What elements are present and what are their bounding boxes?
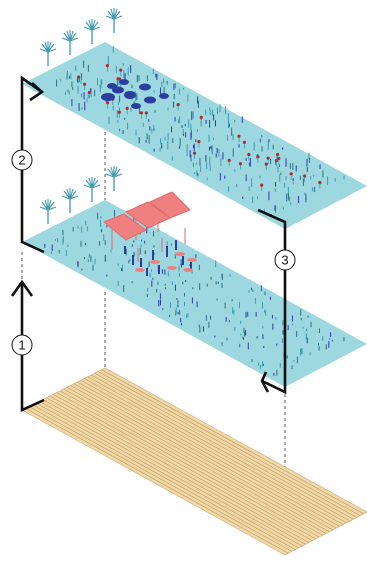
deck-plank	[28, 406, 292, 552]
flower	[199, 115, 203, 119]
flower	[82, 82, 87, 86]
deck-plank	[35, 402, 299, 549]
flower	[247, 152, 251, 157]
arrow-3-head	[260, 371, 270, 393]
deck-plank	[32, 404, 296, 550]
deck-plank	[49, 395, 313, 541]
flower	[238, 162, 243, 166]
deck-plank	[80, 379, 344, 525]
step-label-3: 3	[281, 253, 288, 268]
deck-plank	[87, 376, 351, 522]
people-group	[124, 240, 192, 276]
flower	[119, 68, 123, 72]
garden-plants	[56, 46, 345, 217]
deck-plank	[94, 372, 357, 518]
flower	[118, 77, 122, 81]
flower	[318, 180, 322, 185]
garden-layer-surface	[22, 42, 367, 229]
arrow-1-head	[10, 279, 34, 297]
flower	[125, 106, 129, 110]
deck-plank	[39, 400, 303, 547]
deck-plank	[42, 399, 306, 545]
cafe-tables	[135, 252, 197, 272]
canopy-structure	[103, 191, 191, 262]
step-label-1: 1	[18, 338, 25, 353]
event-layer-surface	[22, 200, 367, 387]
flower	[275, 152, 280, 157]
deck-plank	[97, 371, 361, 516]
arrow-3	[257, 208, 287, 395]
deck-plank	[63, 388, 327, 534]
wooden-deck-layer	[21, 367, 367, 556]
deck-plank	[66, 386, 330, 532]
arrow-2-head	[29, 82, 45, 102]
event-layer	[22, 165, 367, 387]
shrubs	[101, 79, 169, 109]
garden-layer	[22, 7, 367, 229]
flower	[197, 139, 201, 144]
flower	[105, 63, 109, 68]
flower	[266, 156, 270, 160]
flower	[260, 183, 264, 187]
deck-surface	[21, 367, 367, 556]
flower	[264, 162, 268, 166]
step-badge-2: 2	[11, 149, 33, 171]
deck-plank	[56, 392, 320, 538]
flower	[302, 174, 307, 178]
flower	[106, 101, 110, 105]
flower	[237, 134, 241, 138]
flower	[289, 172, 293, 176]
deck-planks	[25, 369, 364, 554]
step-badge-3: 3	[274, 249, 296, 271]
flower	[192, 151, 197, 155]
deck-plank	[73, 383, 337, 529]
deck-plank	[59, 390, 323, 536]
deck-plank	[25, 407, 289, 554]
flower	[87, 90, 92, 94]
deck-plank	[77, 381, 340, 527]
deck-plank	[84, 378, 347, 524]
flower	[277, 156, 281, 161]
arrow-1	[20, 282, 45, 413]
deck-plank	[46, 397, 310, 543]
deck-plank	[52, 393, 316, 540]
deck-plank	[101, 369, 364, 515]
flower	[144, 111, 148, 115]
flower	[139, 111, 143, 115]
flower	[256, 155, 260, 159]
flower	[176, 103, 180, 107]
step-badge-1: 1	[11, 334, 33, 356]
deck-plank	[91, 374, 354, 520]
flower	[117, 110, 121, 114]
step-label-2: 2	[18, 153, 25, 168]
flower	[77, 75, 81, 79]
flower	[242, 140, 247, 144]
deck-plank	[70, 385, 333, 531]
flower	[227, 158, 231, 162]
